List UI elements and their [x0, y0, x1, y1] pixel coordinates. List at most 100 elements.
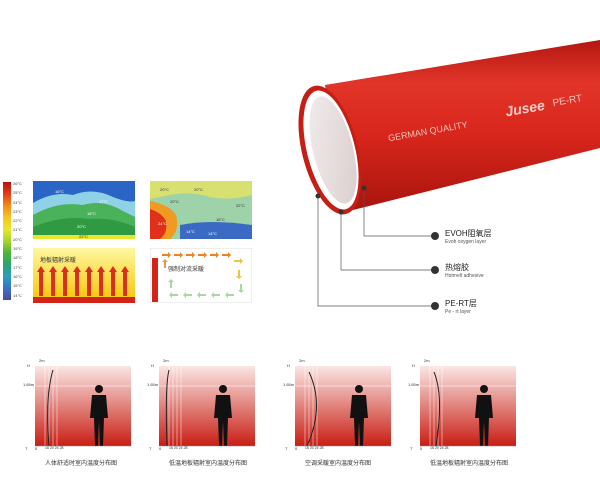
- pipe-body: [325, 40, 600, 212]
- pipe-bore: [309, 96, 357, 204]
- heatmap-label: 14°C: [208, 231, 217, 236]
- plot-background: [35, 366, 131, 446]
- axis-left-label: T: [285, 446, 288, 451]
- axis-zero-label: 0: [35, 446, 38, 451]
- legend-label: 20°C: [13, 236, 22, 242]
- person-silhouette: [475, 385, 493, 446]
- y-level-label: 1.65m: [283, 382, 295, 387]
- legend-label: 23°C: [13, 208, 22, 214]
- distribution-plot: [420, 366, 516, 447]
- y-level-label: 1.65m: [147, 382, 159, 387]
- person-silhouette: [350, 385, 368, 446]
- axis-left-label: T: [149, 446, 152, 451]
- callout-bullet-adhesive: [431, 266, 439, 274]
- callout-line-adhesive: [340, 212, 432, 271]
- plot-background: [420, 366, 516, 446]
- distribution-plot: [35, 366, 131, 447]
- axis-top-label: H: [27, 363, 30, 368]
- heatmap-label: 18°C: [87, 211, 96, 216]
- callout-line-evoh: [363, 188, 432, 237]
- person-silhouette: [90, 385, 108, 446]
- heatmap-label: 20°C: [160, 187, 169, 192]
- legend-label: 18°C: [13, 255, 22, 261]
- distribution-plot: [159, 366, 255, 447]
- axis-zero-label: 0: [420, 446, 423, 451]
- flow-panel-forced-convection: [150, 248, 252, 303]
- distribution-caption: 低温地板辐射室内温度分布图: [430, 461, 509, 467]
- heatmap-label: 18°C: [216, 217, 225, 222]
- layer-label-adhesive: 热熔胶 Hotmelt adhesive: [445, 262, 484, 279]
- heatmap-label: 14°C: [186, 229, 195, 234]
- heatmap-label: 16°C: [55, 189, 64, 194]
- flow-panel-floor-radiant: [33, 248, 135, 303]
- axis-ticks-label: 16 20 24 28: [305, 446, 324, 450]
- layer-cn: PE-RT层: [445, 299, 477, 308]
- layer-cn: EVOH阻氧层: [445, 229, 492, 238]
- layer-en: Evoh oxygen layer: [445, 239, 487, 245]
- layer-label-pert: PE-RT层 Pe - rt layer: [445, 298, 477, 315]
- height-label: 2m: [39, 358, 45, 363]
- legend-label: 15°C: [13, 283, 22, 289]
- distribution-plot: [295, 366, 391, 447]
- callout-bullet-evoh: [431, 232, 439, 240]
- plot-background: [159, 366, 255, 446]
- height-label: 2m: [424, 358, 430, 363]
- legend-label: 26°C: [13, 181, 22, 186]
- distribution-caption: 低温地板辐射室内温度分布图: [169, 461, 248, 467]
- legend-label: 19°C: [13, 246, 22, 252]
- layer-en: Pe - rt layer: [445, 309, 471, 315]
- temperature-curve: [165, 369, 170, 447]
- axis-ticks-label: 16 20 24 28: [45, 446, 64, 450]
- callout-line-pert: [317, 196, 432, 307]
- legend-label: 22°C: [13, 218, 22, 224]
- heatmap-label: 22°C: [236, 203, 245, 208]
- layer-label-evoh: EVOH阻氧层 Evoh oxygen layer: [445, 228, 492, 245]
- heatmap-forced-convection: 20°C 20°C 20°C 24°C 22°C 18°C 14°C 14°C: [150, 181, 252, 239]
- heatmap-label: 22°C: [79, 234, 88, 239]
- legend-label: 25°C: [13, 190, 22, 196]
- callout-dot-evoh-pipe: [361, 185, 367, 191]
- legend-label: 14°C: [13, 292, 22, 298]
- y-level-label: 1.65m: [23, 382, 35, 387]
- height-label: 2m: [299, 358, 305, 363]
- y-level-label: 1.65m: [408, 382, 420, 387]
- plot-background: [295, 366, 391, 446]
- axis-ticks-label: 16 20 24 28: [169, 446, 188, 450]
- temperature-legend-labels: 26°C 25°C 24°C 23°C 22°C 21°C 20°C 19°C …: [13, 181, 22, 302]
- axis-zero-label: 0: [159, 446, 162, 451]
- heatmap-label: 20°C: [77, 224, 86, 229]
- legend-label: 16°C: [13, 273, 22, 279]
- legend-label: 24°C: [13, 199, 22, 205]
- axis-zero-label: 0: [295, 446, 298, 451]
- distribution-caption: 空调采暖室内温度分布图: [305, 461, 372, 467]
- temperature-curve: [47, 369, 54, 447]
- layer-en: Hotmelt adhesive: [445, 273, 484, 279]
- axis-top-label: H: [151, 363, 154, 368]
- axis-top-label: H: [412, 363, 415, 368]
- temperature-curve: [433, 371, 441, 447]
- legend-label: 21°C: [13, 227, 22, 233]
- heatmap-label: 17°C: [99, 199, 108, 204]
- height-label: 2m: [163, 358, 169, 363]
- callout-dot-pert-pipe: [315, 193, 321, 199]
- heatmap-floor-radiant: 16°C 17°C 18°C 20°C 22°C: [33, 181, 135, 239]
- heatmap-label: 20°C: [170, 199, 179, 204]
- layer-cn: 热熔胶: [445, 263, 469, 272]
- temperature-curve: [306, 371, 318, 447]
- axis-left-label: T: [25, 446, 28, 451]
- temperature-legend-bar: [3, 182, 11, 300]
- callout-bullet-pert: [431, 302, 439, 310]
- axis-left-label: T: [410, 446, 413, 451]
- axis-ticks-label: 16 20 24 28: [430, 446, 449, 450]
- person-silhouette: [214, 385, 232, 446]
- heatmap-label: 24°C: [158, 221, 167, 226]
- callout-dot-adhesive-pipe: [338, 209, 344, 215]
- distribution-caption: 人体舒适时室内温度分布图: [45, 461, 118, 467]
- flow-label-floor: 地板辐射采暖: [40, 258, 77, 264]
- flow-label-forced: 强制对流采暖: [168, 267, 205, 273]
